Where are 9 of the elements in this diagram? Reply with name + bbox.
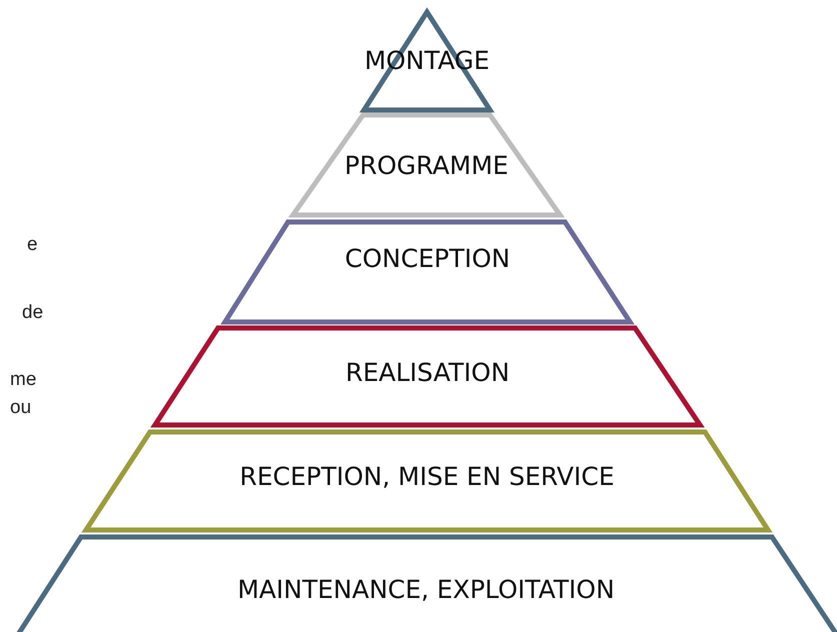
cut-off-text: ou (10, 397, 32, 419)
tier-label: REALISATION (344, 358, 511, 387)
tier-label: RECEPTION, MISE EN SERVICE (238, 462, 616, 491)
tier-label: PROGRAMME (344, 151, 510, 180)
cut-off-text: me (10, 369, 36, 391)
tier-label: MAINTENANCE, EXPLOITATION (236, 575, 616, 604)
cut-off-text: e (27, 234, 38, 256)
tier-label: CONCEPTION (344, 244, 512, 273)
cut-off-text: de (22, 302, 44, 324)
